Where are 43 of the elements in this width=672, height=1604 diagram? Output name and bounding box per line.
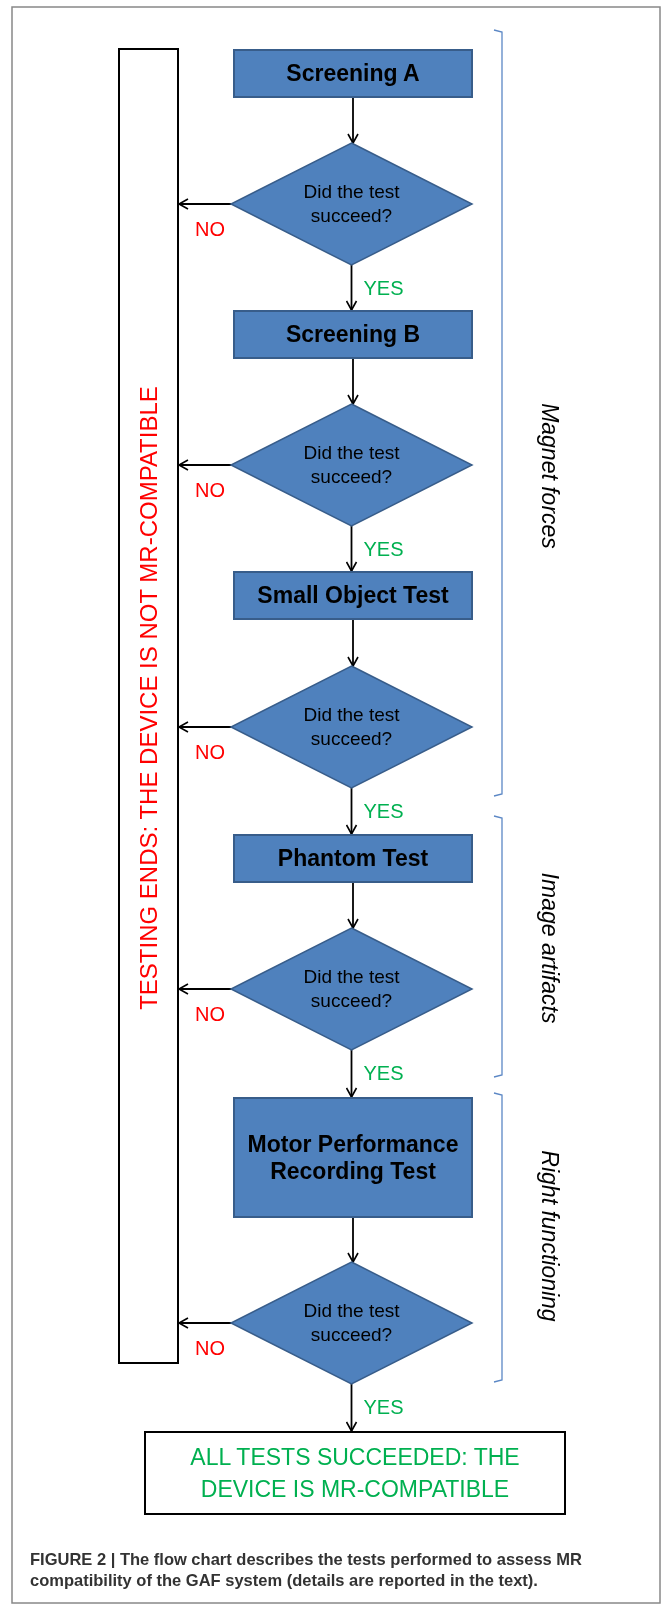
arrow [345,787,358,835]
group-label: Image artifacts [535,872,563,1024]
decision-diamond [231,404,472,526]
decision-diamond [231,143,472,265]
step-label: Phantom Test [276,845,430,872]
arrow [178,459,232,471]
arrow [345,264,358,311]
arrow [345,525,358,572]
decision-diamond [231,1262,472,1384]
outcome-text: ALL TESTS SUCCEEDED: THE DEVICE IS MR-COMPATIBLE [189,1443,521,1504]
process-box [233,49,473,98]
group-label: Right functioning [535,1150,563,1322]
step-label: Screening B [284,321,422,348]
decision-text: Did the test succeed? [302,703,401,751]
step-label: Screening A [285,60,421,87]
terminal-box [118,48,179,1364]
arrow [347,882,359,929]
arrow [347,1217,359,1263]
outcome-text: TESTING ENDS: THE DEVICE IS NOT MR-COMPATIBLE [134,386,163,1010]
arrow [345,1049,358,1098]
terminal-box [144,1431,566,1515]
arrow [178,1317,232,1329]
arrow [178,983,232,995]
arrow [347,619,359,667]
arrow [178,721,232,733]
arrow [347,358,359,405]
decision-diamond [231,666,472,788]
process-box [233,1097,473,1218]
arrow [347,97,359,144]
figure-caption: FIGURE 2 | The flow chart describes the tests performed to assess MR compatibility of the GAF system (details are reported in the text). [30,1549,584,1592]
group-label: Magnet forces [535,403,563,549]
arrow [345,1383,358,1432]
decision-diamond [231,928,472,1050]
step-label: Small Object Test [256,582,450,609]
step-label: Motor Performance Recording Test [246,1131,460,1184]
process-box [233,834,473,883]
decision-text: Did the test succeed? [302,180,401,228]
process-box [233,571,473,620]
decision-text: Did the test succeed? [302,965,401,1013]
decision-text: Did the test succeed? [302,441,401,489]
decision-text: Did the test succeed? [302,1299,401,1347]
arrow [178,198,232,210]
process-box [233,310,473,359]
